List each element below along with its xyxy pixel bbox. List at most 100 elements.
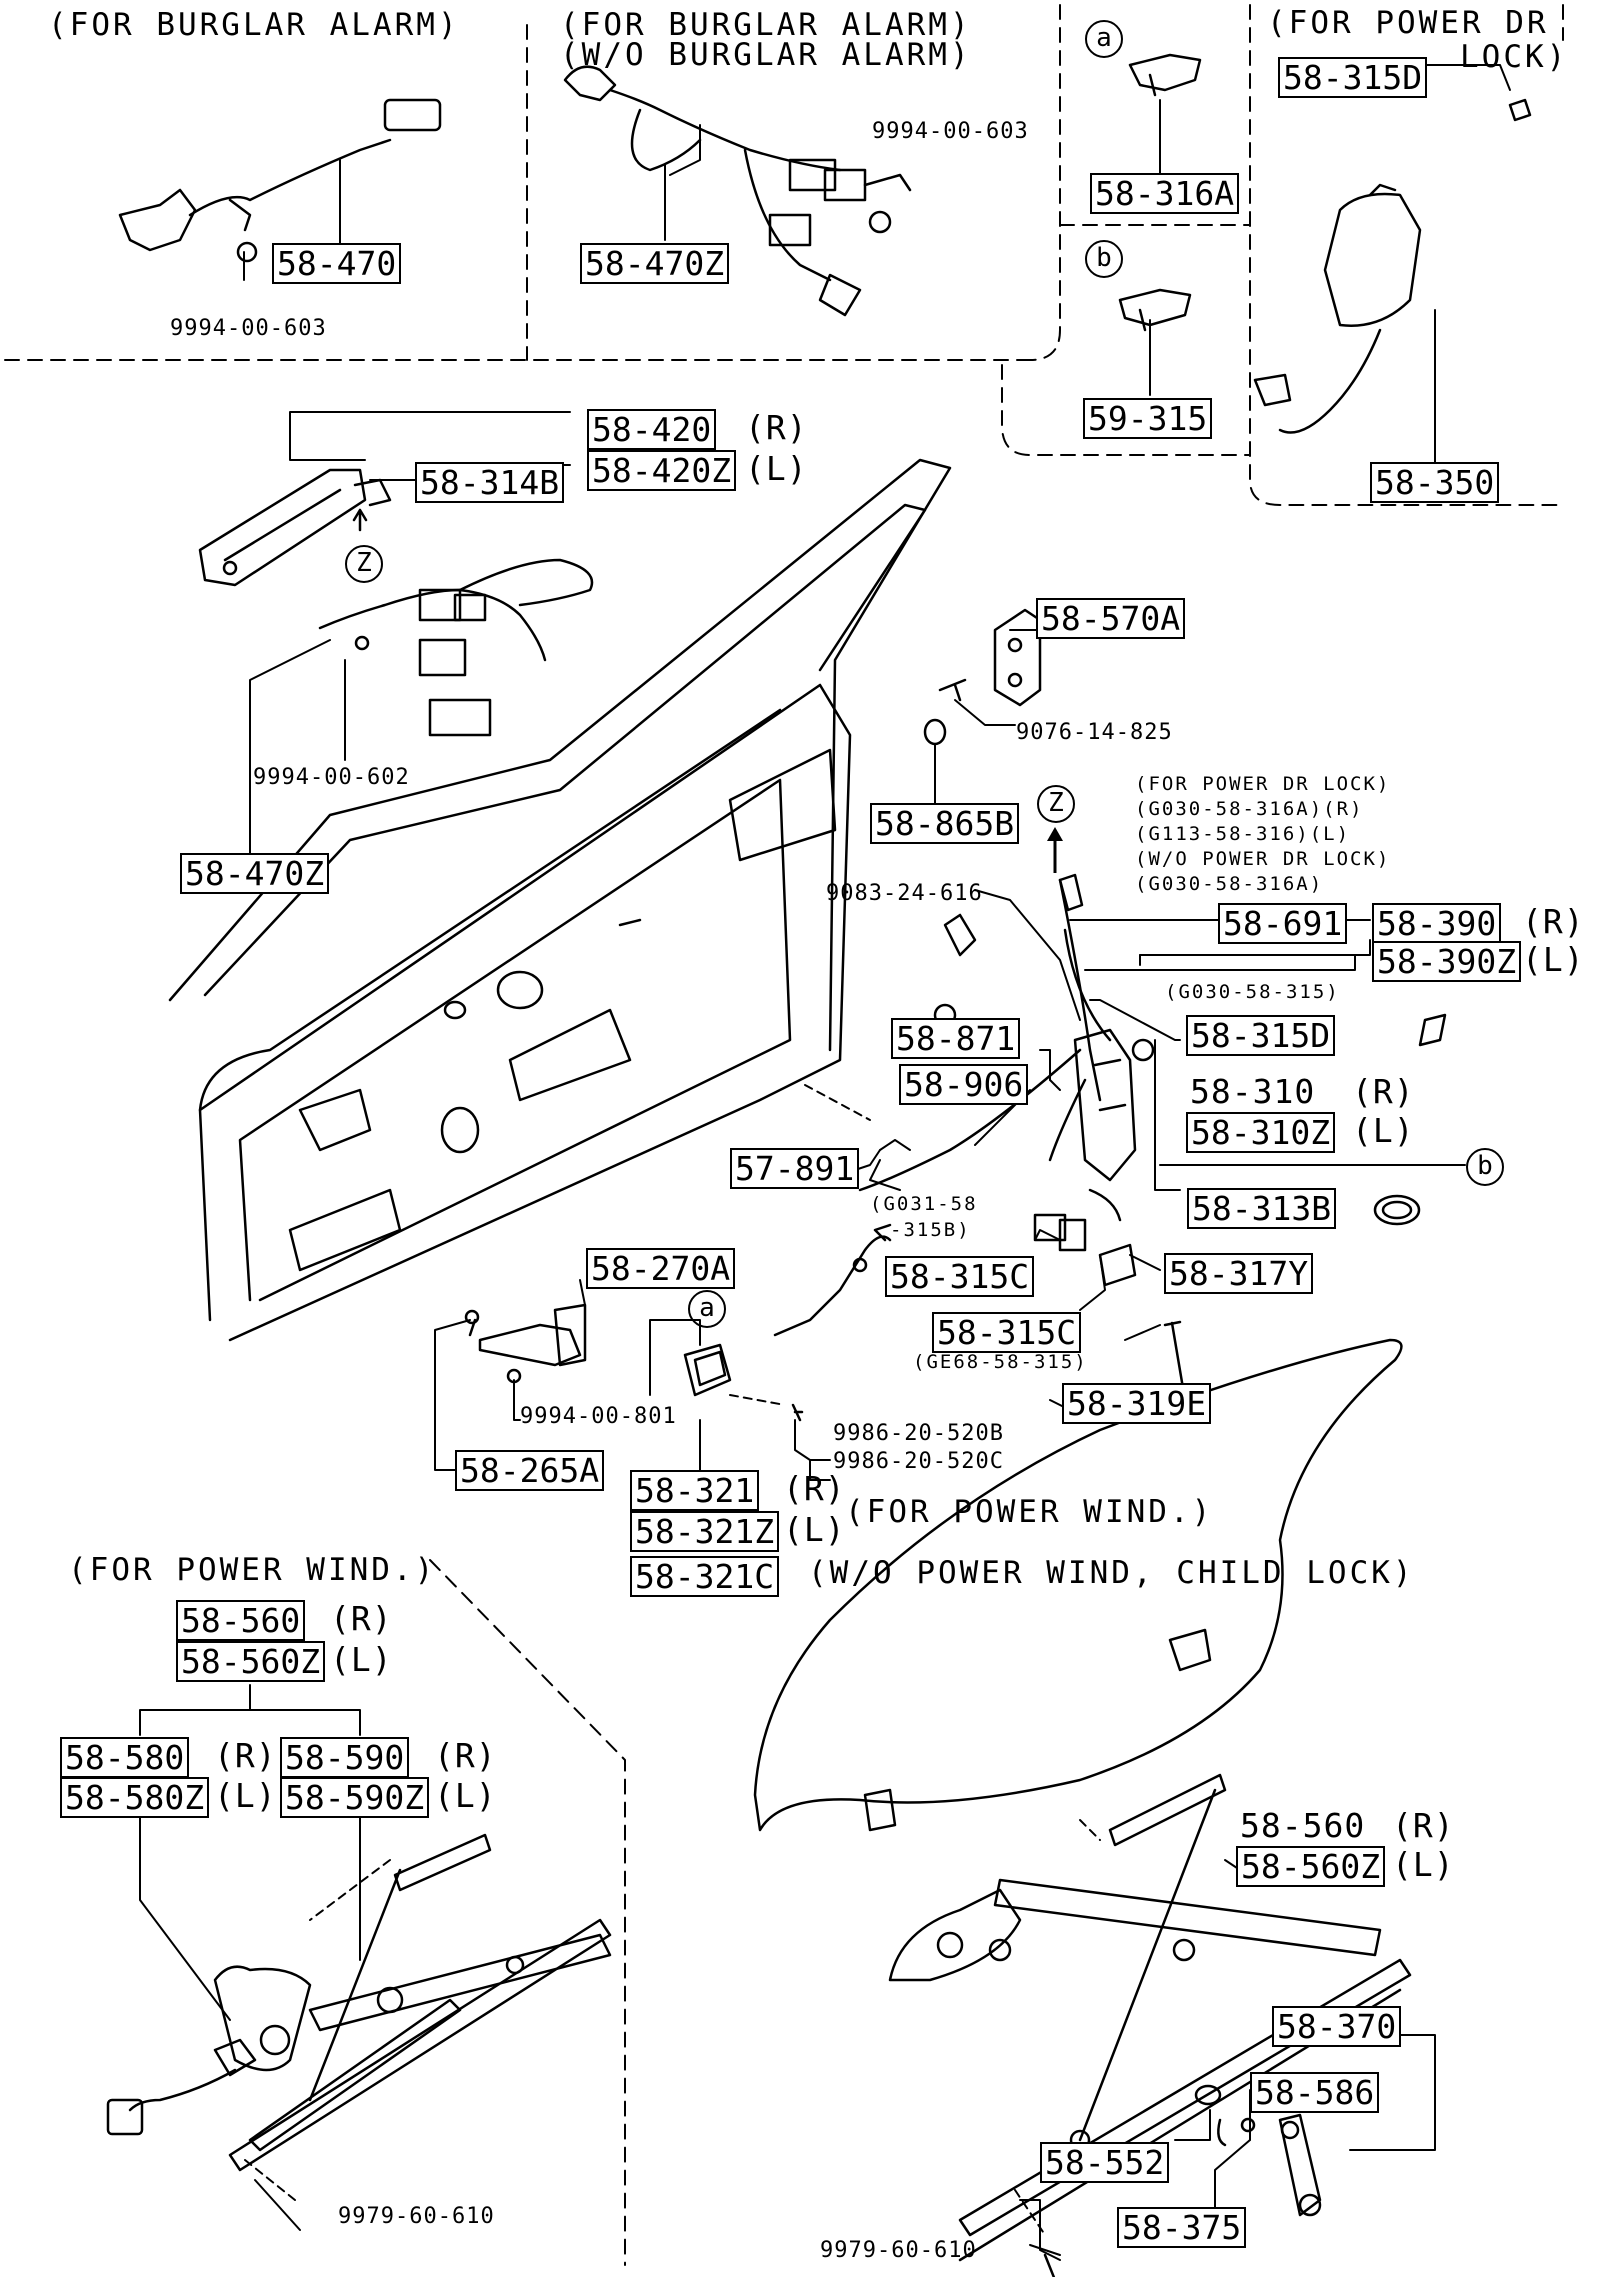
part-58-316a[interactable]: 58-316A — [1090, 173, 1240, 214]
part-58-560z-left[interactable]: 58-560Z — [176, 1641, 326, 1682]
circle-ref-b-top: b — [1085, 240, 1123, 278]
header-power-dr-lock-2: LOCK) — [1460, 39, 1569, 75]
part-58-560-right[interactable]: 58-560 — [1240, 1806, 1366, 1845]
note-ge68-58-315: (GE68-58-315) — [913, 1351, 1088, 1373]
part-58-310z[interactable]: 58-310Z — [1186, 1112, 1336, 1153]
variant-r-58-580: (R) — [214, 1736, 277, 1775]
fastener-9076-14-825[interactable]: 9076-14-825 — [1016, 720, 1173, 745]
window-glass-drawing — [753, 1338, 1403, 1832]
part-58-470z-top[interactable]: 58-470Z — [580, 243, 730, 284]
part-58-321[interactable]: 58-321 — [630, 1470, 760, 1511]
part-58-317y[interactable]: 58-317Y — [1164, 1253, 1314, 1294]
header-for-power-dr-lock: (FOR POWER DR — [1267, 5, 1549, 41]
door-shell-drawing — [168, 458, 952, 1342]
part-58-420z[interactable]: 58-420Z — [587, 450, 737, 491]
door-check-drawing — [464, 1303, 587, 1384]
fastener-9986-20-520b[interactable]: 9986-20-520B — [833, 1421, 1004, 1446]
note-g031-58-2: -315B) — [890, 1219, 971, 1241]
part-58-390z[interactable]: 58-390Z — [1372, 941, 1522, 982]
part-58-871[interactable]: 58-871 — [891, 1018, 1021, 1059]
note-power-lock-3: (W/O POWER DR LOCK) — [1135, 848, 1391, 870]
part-58-580[interactable]: 58-580 — [60, 1737, 190, 1778]
alarm-harness-z-drawing — [563, 65, 912, 317]
part-58-586[interactable]: 58-586 — [1250, 2072, 1380, 2113]
fastener-9994-00-602[interactable]: 9994-00-602 — [253, 765, 410, 790]
part-58-691[interactable]: 58-691 — [1218, 903, 1348, 944]
variant-r-58-560-right: (R) — [1392, 1806, 1455, 1845]
part-58-350[interactable]: 58-350 — [1370, 462, 1500, 503]
part-58-270a[interactable]: 58-270A — [586, 1248, 736, 1289]
part-58-590z[interactable]: 58-590Z — [280, 1777, 430, 1818]
z-arrow-icon — [1047, 827, 1063, 873]
part-58-470[interactable]: 58-470 — [272, 243, 402, 284]
circle-ref-a-top: a — [1085, 20, 1123, 58]
part-58-315d-top[interactable]: 58-315D — [1278, 57, 1428, 98]
part-58-906[interactable]: 58-906 — [899, 1064, 1029, 1105]
part-58-370[interactable]: 58-370 — [1272, 2006, 1402, 2047]
variant-l-58-590: (L) — [434, 1776, 497, 1815]
circle-ref-z-lock: Z — [1037, 785, 1075, 823]
fastener-9986-20-520c[interactable]: 9986-20-520C — [833, 1449, 1004, 1474]
circle-ref-b-lock: b — [1466, 1148, 1504, 1186]
variant-l-58-560-left: (L) — [330, 1640, 393, 1679]
part-58-560-left[interactable]: 58-560 — [176, 1600, 306, 1641]
part-58-375[interactable]: 58-375 — [1117, 2207, 1247, 2248]
part-58-265a[interactable]: 58-265A — [455, 1450, 605, 1491]
part-58-313b[interactable]: 58-313B — [1187, 1188, 1337, 1229]
variant-r-58-310: (R) — [1352, 1072, 1415, 1111]
variant-l-58-420: (L) — [745, 449, 808, 488]
dashed-leaders — [244, 1084, 1101, 2236]
clip-drawings — [1118, 53, 1532, 332]
part-58-315c-a[interactable]: 58-315C — [885, 1256, 1035, 1297]
part-58-321c[interactable]: 58-321C — [630, 1556, 780, 1597]
variant-l-58-310: (L) — [1352, 1111, 1415, 1150]
part-59-315[interactable]: 59-315 — [1083, 398, 1213, 439]
fastener-9979-60-610-right[interactable]: 9979-60-610 — [820, 2238, 977, 2263]
part-58-310[interactable]: 58-310 — [1190, 1072, 1316, 1111]
part-58-315c-b[interactable]: 58-315C — [932, 1312, 1082, 1353]
part-58-560z-right[interactable]: 58-560Z — [1236, 1846, 1386, 1887]
part-58-321z[interactable]: 58-321Z — [630, 1511, 780, 1552]
part-58-390[interactable]: 58-390 — [1372, 903, 1502, 944]
circle-ref-z-handle: Z — [345, 545, 383, 583]
fastener-9994-00-603-a[interactable]: 9994-00-603 — [170, 316, 327, 341]
lock-assembly-drawing — [773, 608, 1447, 1408]
fastener-9083-24-616[interactable]: 9083-24-616 — [826, 881, 983, 906]
part-58-314b[interactable]: 58-314B — [415, 462, 565, 503]
note-power-lock-2: (G113-58-316)(L) — [1135, 823, 1351, 845]
header-wo-power-wind-child-lock: (W/O POWER WIND, CHILD LOCK) — [808, 1555, 1415, 1591]
variant-l-58-560-right: (L) — [1392, 1845, 1455, 1884]
header-for-power-wind-left: (FOR POWER WIND.) — [68, 1552, 437, 1588]
variant-r-58-420: (R) — [745, 408, 808, 447]
part-58-865b[interactable]: 58-865B — [870, 803, 1020, 844]
fastener-9979-60-610-left[interactable]: 9979-60-610 — [338, 2204, 495, 2229]
note-g030-58-315: (G030-58-315) — [1165, 981, 1340, 1003]
part-58-590[interactable]: 58-590 — [280, 1737, 410, 1778]
part-58-319e[interactable]: 58-319E — [1062, 1383, 1212, 1424]
header-for-burglar-alarm: (FOR BURGLAR ALARM) — [48, 7, 460, 43]
part-58-580z[interactable]: 58-580Z — [60, 1777, 210, 1818]
header-for-power-wind-handle: (FOR POWER WIND.) — [845, 1494, 1214, 1530]
fastener-9994-00-603-b[interactable]: 9994-00-603 — [872, 119, 1029, 144]
part-58-420[interactable]: 58-420 — [587, 409, 717, 450]
variant-r-58-390: (R) — [1522, 902, 1585, 941]
header-for-burglar-alarm-2: (FOR BURGLAR ALARM) — [560, 7, 972, 43]
fastener-9994-00-801[interactable]: 9994-00-801 — [520, 1404, 677, 1429]
note-power-lock-0: (FOR POWER DR LOCK) — [1135, 773, 1391, 795]
variant-r-58-560-left: (R) — [330, 1599, 393, 1638]
part-58-552[interactable]: 58-552 — [1040, 2142, 1170, 2183]
alarm-harness-drawing — [118, 98, 442, 263]
part-58-315d[interactable]: 58-315D — [1186, 1015, 1336, 1056]
lock-actuator-drawing — [1253, 183, 1422, 434]
variant-r-58-321: (R) — [783, 1469, 846, 1508]
part-58-570a[interactable]: 58-570A — [1036, 598, 1186, 639]
part-57-891[interactable]: 57-891 — [730, 1148, 860, 1189]
inner-handle-drawing — [683, 1343, 804, 1422]
note-power-lock-1: (G030-58-316A)(R) — [1135, 798, 1364, 820]
variant-r-58-590: (R) — [434, 1736, 497, 1775]
section-separators — [4, 4, 1566, 2266]
circle-ref-a-handle: a — [688, 1290, 726, 1328]
part-58-470z[interactable]: 58-470Z — [180, 853, 330, 894]
note-power-lock-4: (G030-58-316A) — [1135, 873, 1324, 895]
